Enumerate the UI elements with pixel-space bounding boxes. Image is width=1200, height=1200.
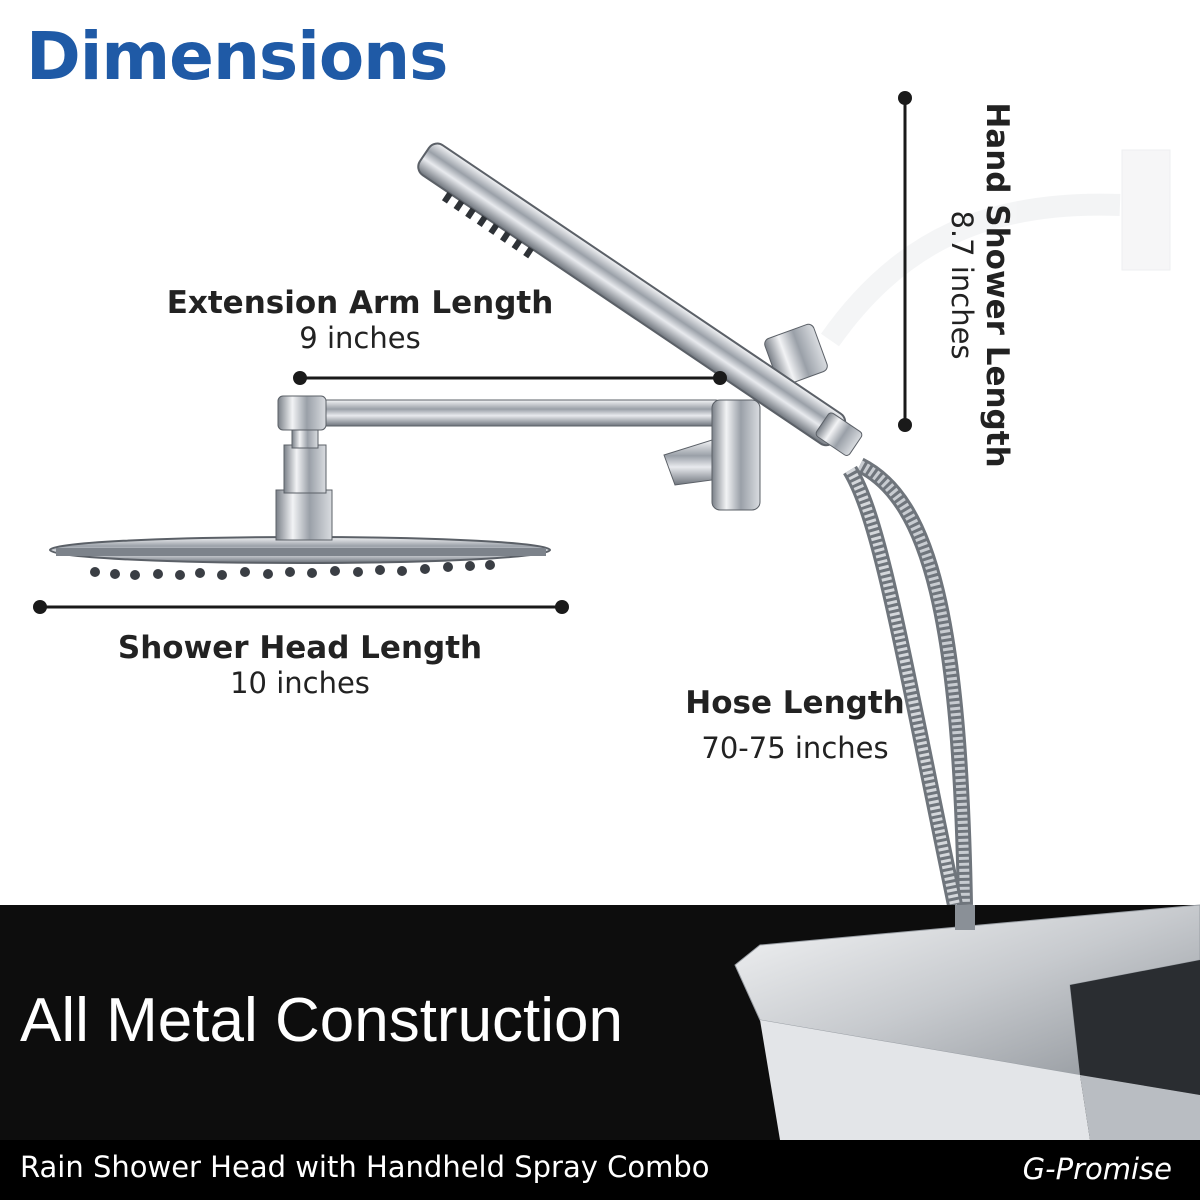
product-subtitle: Rain Shower Head with Handheld Spray Com…: [20, 1150, 710, 1184]
shower-head: [49, 419, 551, 580]
diverter-valve: [663, 323, 828, 511]
hose-value: 70-75 inches: [701, 731, 889, 765]
feature-banner: All Metal Construction: [20, 986, 624, 1055]
extension-arm-value: 9 inches: [299, 321, 421, 355]
brand-name: G-Promise: [1022, 1152, 1172, 1186]
shower-head-dimension-line: [33, 600, 569, 614]
page-title: Dimensions: [26, 18, 448, 95]
shower-head-value: 10 inches: [230, 666, 370, 700]
extension-arm: [277, 395, 721, 431]
extension-arm-label: Extension Arm Length 9 inches: [150, 285, 570, 355]
extension-arm-dimension-line: [293, 371, 727, 385]
ghost-wall-mount: [820, 149, 1171, 347]
hose-name: Hose Length: [685, 685, 905, 721]
hand-shower: [417, 142, 863, 456]
shower-head-name: Shower Head Length: [117, 630, 483, 666]
shower-head-label: Shower Head Length 10 inches: [90, 630, 510, 700]
hand-shower-dimension-line: [898, 91, 912, 432]
extension-arm-name: Extension Arm Length: [166, 285, 554, 321]
hose: [843, 457, 973, 907]
footer-bar: [0, 1140, 1200, 1200]
hose-label: Hose Length 70-75 inches: [660, 685, 930, 765]
